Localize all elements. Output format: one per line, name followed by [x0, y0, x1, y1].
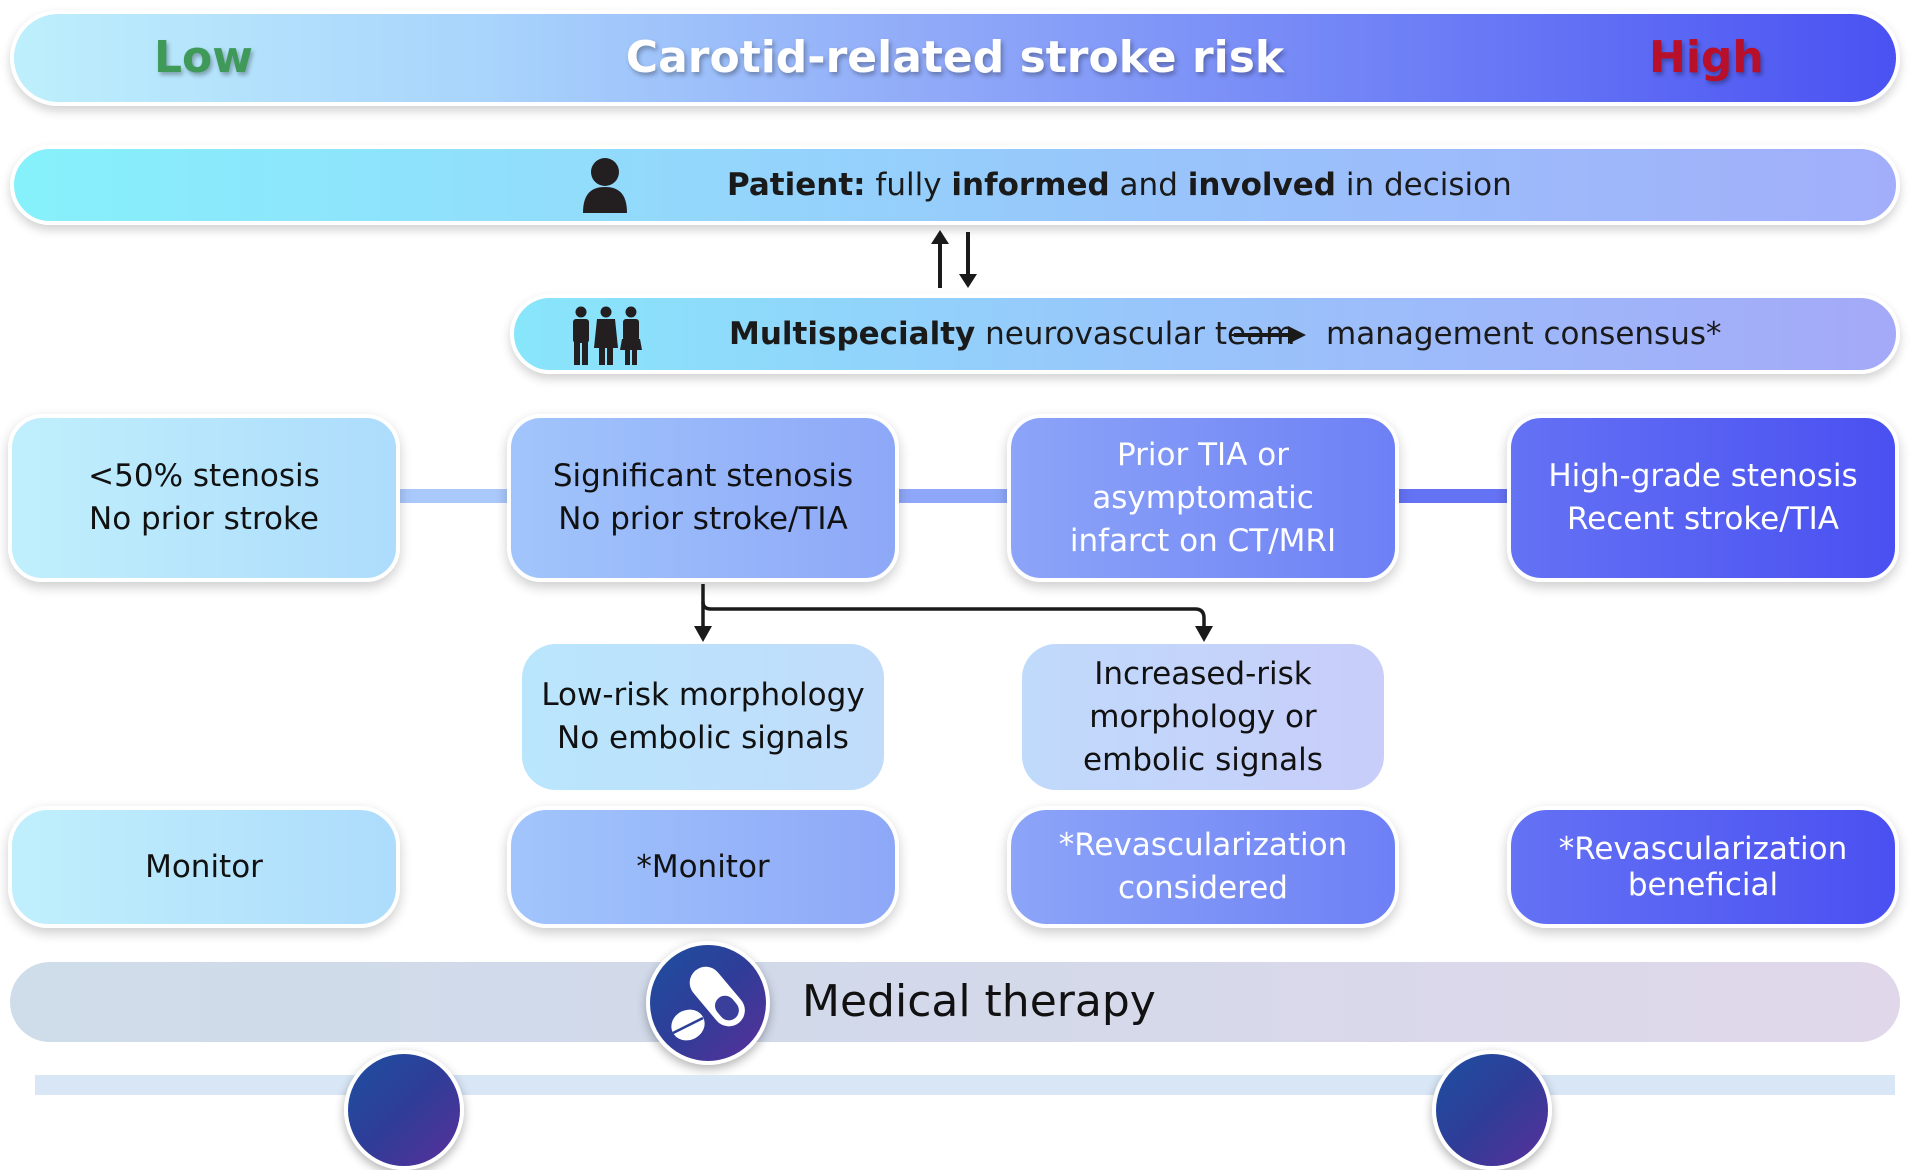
person-icon [583, 158, 627, 213]
patient-bar: Patient: fully informed and involved in … [10, 145, 1900, 225]
pills-icon-badge [646, 941, 770, 1065]
risk-level-box: <50% stenosis No prior stroke [8, 414, 400, 582]
bottom-bar [35, 1075, 1895, 1095]
connector-line [398, 489, 510, 503]
patient-statement: Patient: fully informed and involved in … [727, 149, 1512, 221]
low-risk-label: Low [154, 32, 253, 83]
text-emphasis: informed [951, 167, 1110, 203]
action-box: Monitor [8, 806, 400, 928]
morphology-box: Low-risk morphology No embolic signals [522, 644, 884, 790]
medical-team-icon [573, 306, 642, 365]
right-arrow-icon [1234, 326, 1306, 344]
team-label: Multispecialty [729, 316, 976, 352]
partial-icon-badge [1432, 1050, 1552, 1170]
patient-label: Patient: [727, 167, 866, 203]
high-risk-label: High [1649, 32, 1764, 83]
morphology-box: Increased-risk morphology or embolic sig… [1022, 644, 1384, 790]
connector-line [897, 489, 1009, 503]
action-box: *Revascularization beneficial [1507, 806, 1899, 928]
split-arrow-icon [694, 584, 1213, 642]
text-emphasis: involved [1187, 167, 1336, 203]
team-statement: Multispecialty neurovascular team [729, 298, 1295, 370]
medical-therapy-bar [10, 962, 1900, 1042]
connector-line [1397, 489, 1509, 503]
text-fragment: fully [865, 167, 952, 203]
bidirectional-arrows-icon [931, 230, 977, 288]
action-box: *Monitor [507, 806, 899, 928]
risk-level-box: Prior TIA or asymptomatic infarct on CT/… [1007, 414, 1399, 582]
text-fragment: and [1109, 167, 1188, 203]
action-box: *Revascularization considered [1007, 806, 1399, 928]
text-fragment: in decision [1335, 167, 1512, 203]
risk-scale-bar: Low Carotid-related stroke risk High [10, 10, 1900, 106]
medical-therapy-label: Medical therapy [802, 976, 1156, 1027]
pills-icon [671, 966, 745, 1041]
management-consensus: management consensus* [1326, 316, 1722, 352]
diagram-title: Carotid-related stroke risk [625, 32, 1285, 83]
risk-level-box: High-grade stenosis Recent stroke/TIA [1507, 414, 1899, 582]
partial-icon-badge [344, 1050, 464, 1170]
team-bar: Multispecialty neurovascular team manage… [510, 294, 1900, 374]
risk-level-box: Significant stenosis No prior stroke/TIA [507, 414, 899, 582]
